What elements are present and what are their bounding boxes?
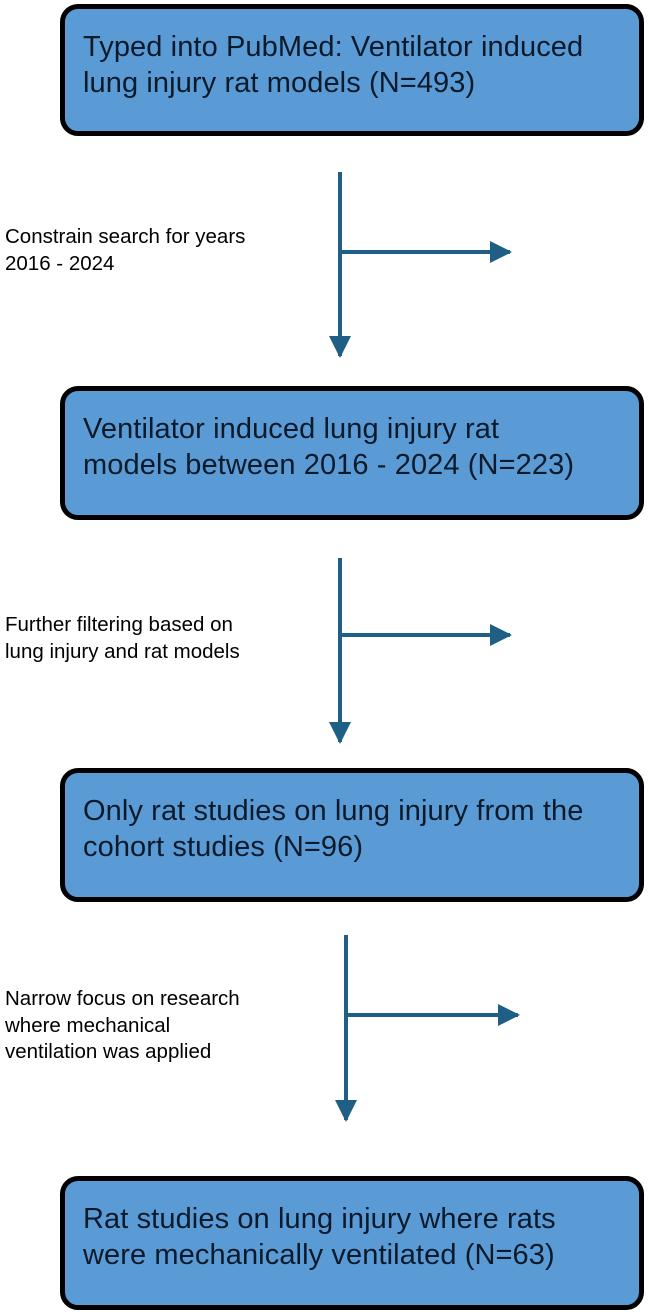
filter-2-line-2: lung injury and rat models (5, 639, 240, 663)
filter-1-line-2: 2016 - 2024 (5, 251, 115, 275)
step-3-line-1: Only rat studies on lung injury from the (83, 795, 584, 827)
filter-1-line-1: Constrain search for years (5, 225, 246, 248)
step-4-line-2: were mechanically ventilated (N=63) (83, 1239, 555, 1272)
step-box-1: Typed into PubMed: Ventilator induced lu… (60, 4, 644, 136)
filter-3-line-2: where mechanical (5, 1013, 171, 1037)
step-box-2: Ventilator induced lung injury rat model… (60, 386, 644, 520)
step-3-line-2: cohort studies (N=96) (83, 831, 364, 864)
step-box-3: Only rat studies on lung injury from the… (60, 768, 644, 902)
filter-3-line-1: Narrow focus on research (5, 987, 240, 1010)
step-2-line-2: models between 2016 - 2024 (N=223) (83, 449, 575, 482)
filter-label-3: Narrow focus on research where mechanica… (5, 986, 240, 1066)
step-4-line-1: Rat studies on lung injury where rats (83, 1203, 556, 1235)
filter-2-line-1: Further filtering based on (5, 613, 233, 636)
step-box-4: Rat studies on lung injury where rats we… (60, 1176, 644, 1310)
filter-label-2: Further filtering based on lung injury a… (5, 612, 240, 665)
step-1-line-1: Typed into PubMed: Ventilator induced (83, 31, 584, 63)
filter-3-line-3: ventilation was applied (5, 1040, 212, 1064)
filter-label-1: Constrain search for years 2016 - 2024 (5, 224, 245, 277)
step-1-line-2: lung injury rat models (N=493) (83, 67, 476, 100)
step-2-line-1: Ventilator induced lung injury rat (83, 413, 500, 445)
